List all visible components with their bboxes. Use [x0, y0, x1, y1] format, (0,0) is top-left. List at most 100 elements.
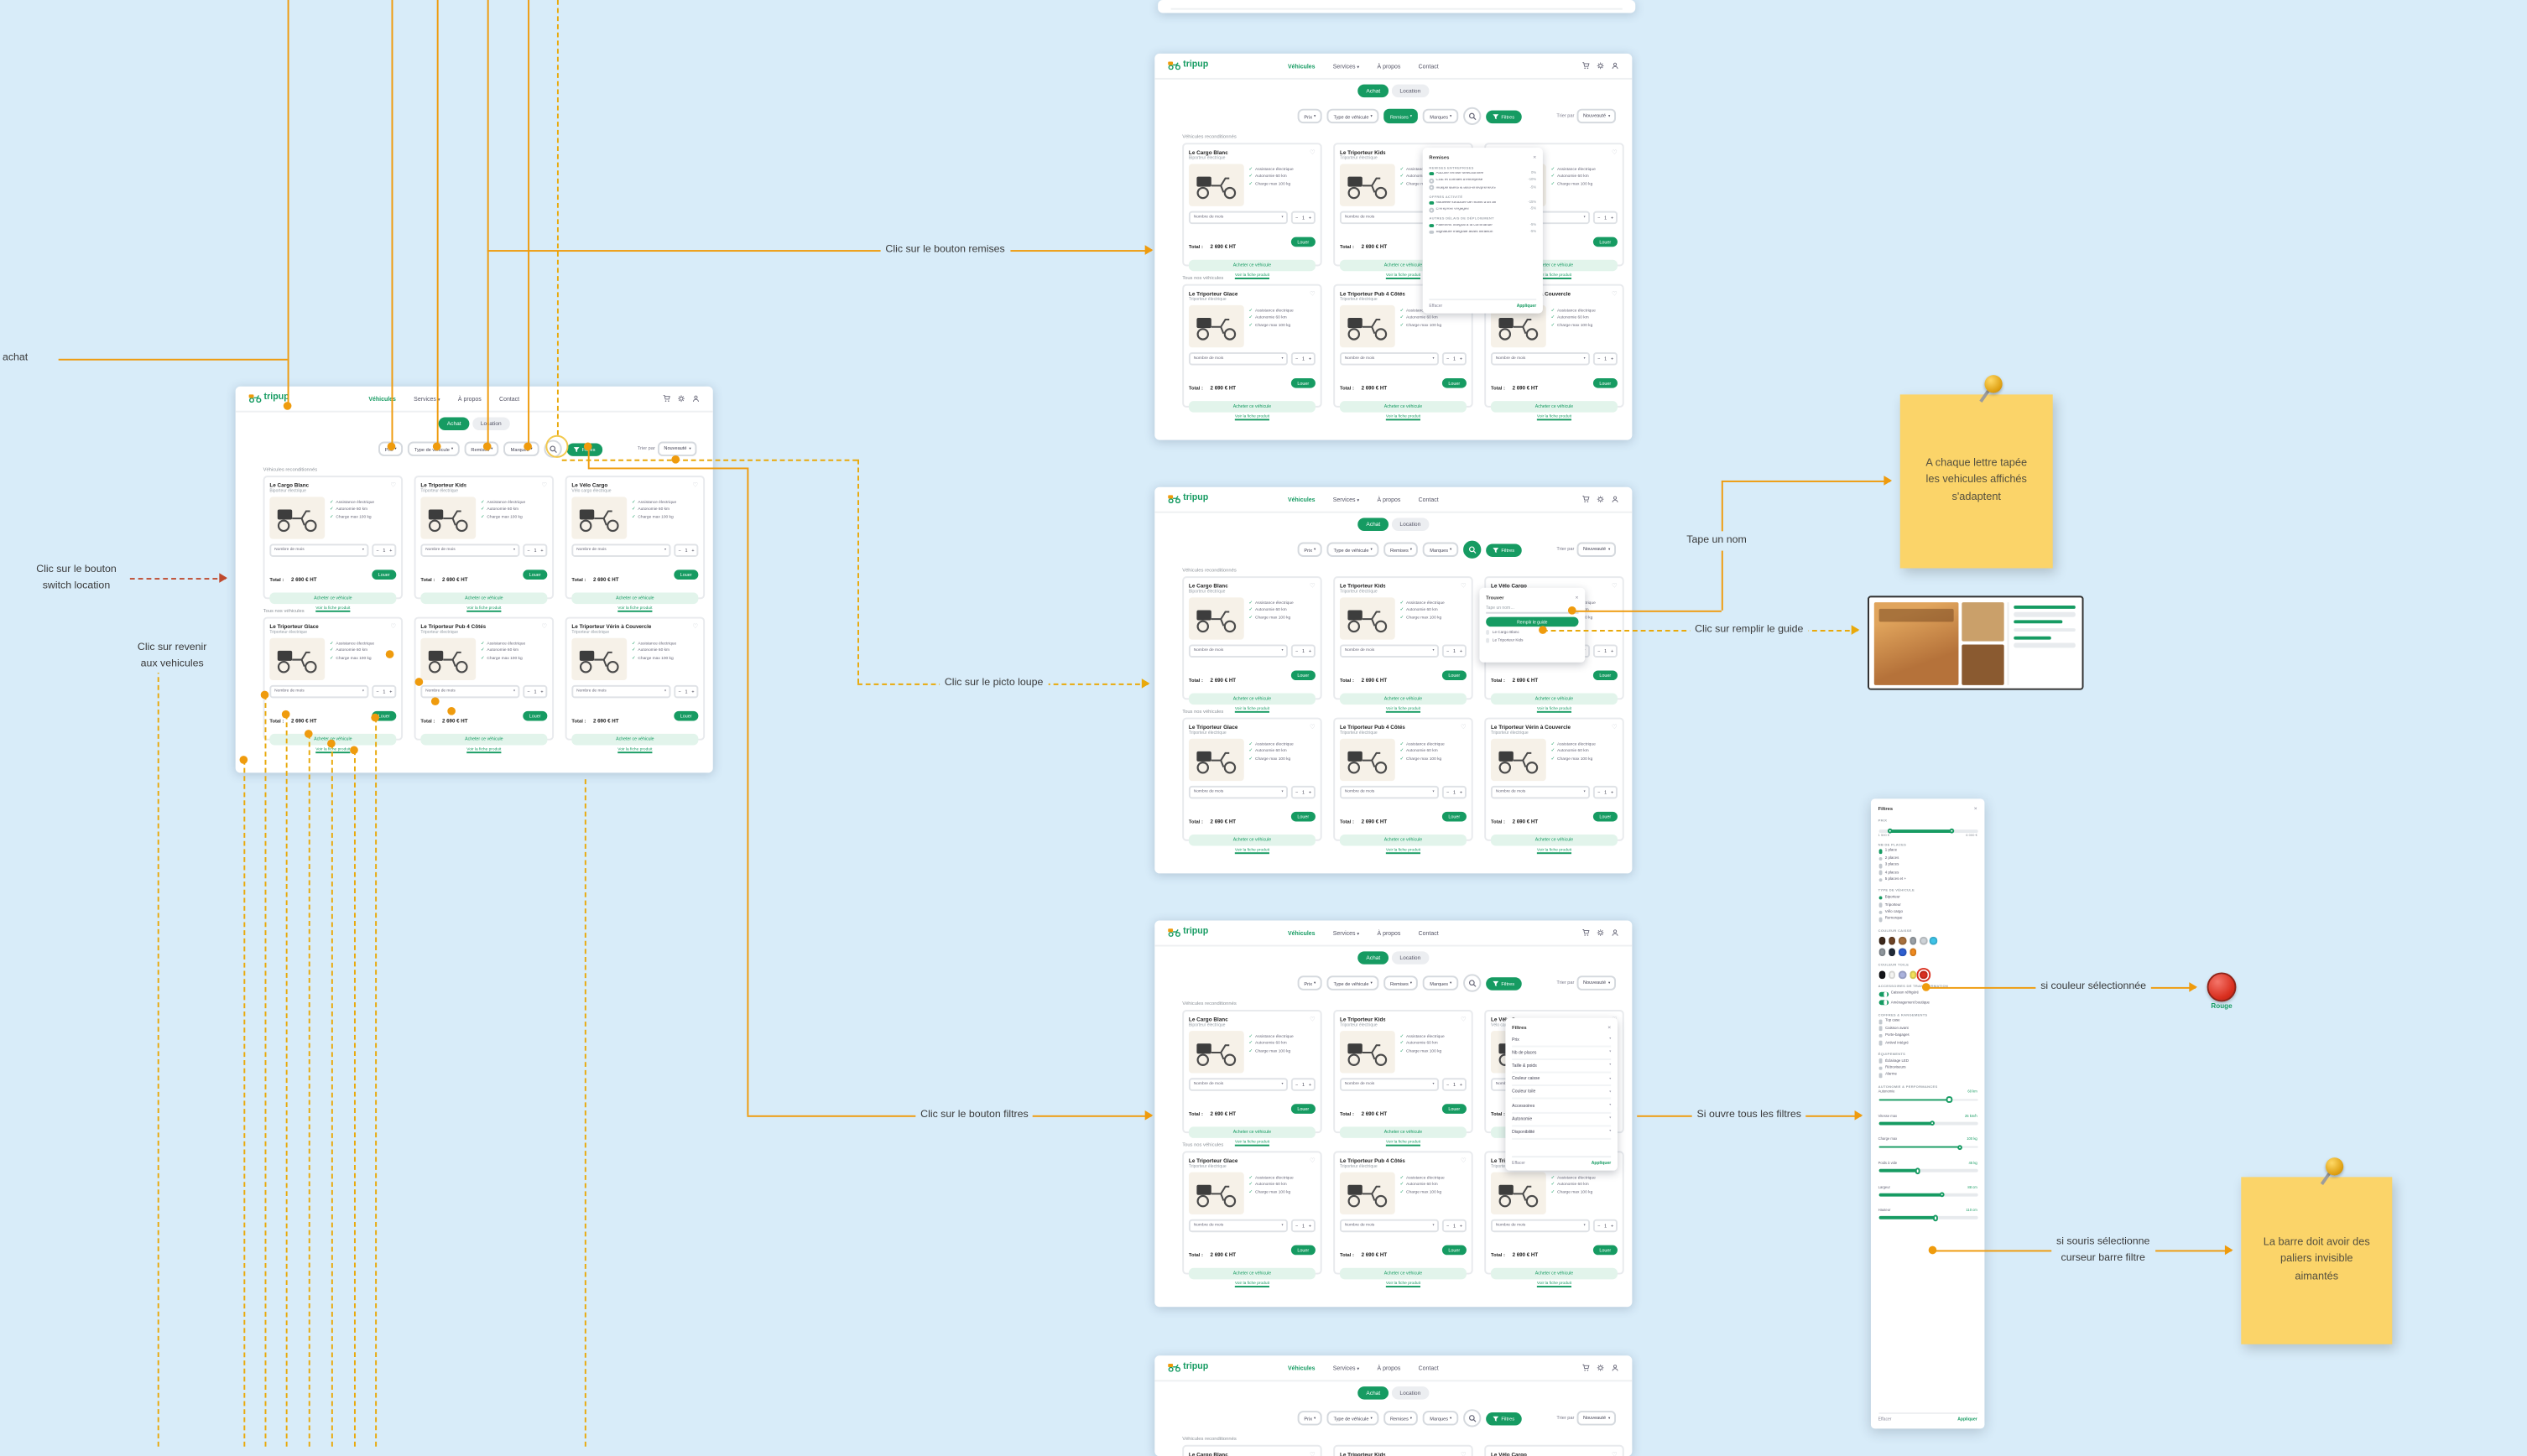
clear-filters-button[interactable]: Effacer [1429, 303, 1443, 308]
heart-icon[interactable]: ♡ [1460, 722, 1467, 731]
color-swatch[interactable] [1920, 937, 1928, 945]
duration-select[interactable]: Nombre de mois▾ [1188, 210, 1289, 224]
search-loupe-button[interactable] [1462, 974, 1482, 992]
vehicle-card[interactable]: Le Triporteur Glace Triporteur électriqu… [1182, 283, 1322, 419]
minus-button[interactable]: − [1446, 647, 1450, 654]
slider-handle[interactable] [1915, 1167, 1921, 1174]
remise-option[interactable]: Paiement intégral à la commande-5% [1429, 223, 1536, 228]
sort-select[interactable]: Nouveauté▾ [658, 441, 697, 455]
close-icon[interactable]: × [1575, 593, 1579, 601]
cart-icon[interactable] [1581, 495, 1590, 503]
sort-select[interactable]: Nouveauté▾ [1577, 108, 1617, 123]
slider-track[interactable] [1878, 1144, 1977, 1150]
heart-icon[interactable]: ♡ [1460, 1449, 1467, 1456]
pill-prix[interactable]: Prix▾ [1297, 975, 1322, 991]
radio-option[interactable]: Triporteur [1878, 902, 1977, 907]
toggle-location[interactable]: Location [472, 417, 510, 430]
color-swatch[interactable] [1878, 937, 1886, 945]
vehicle-card[interactable]: Le Cargo Blanc Biporteur électrique ♡ ✓A… [1182, 1010, 1322, 1145]
buy-button[interactable]: Acheter ce véhicule [1339, 693, 1467, 705]
nav-contact[interactable]: Contact [499, 395, 520, 403]
duration-select[interactable]: Nombre de mois▾ [1188, 351, 1289, 365]
minus-button[interactable]: − [1295, 213, 1299, 221]
heart-icon[interactable]: ♡ [1612, 580, 1618, 590]
quantity-stepper[interactable]: −1+ [372, 543, 397, 556]
pill-marques[interactable]: Marques▾ [1423, 542, 1459, 557]
buy-button[interactable]: Acheter ce véhicule [1339, 1267, 1467, 1279]
heart-icon[interactable]: ♡ [1460, 1156, 1467, 1164]
plus-button[interactable]: + [1459, 1221, 1463, 1229]
toggle-achat[interactable]: Achat [1357, 517, 1389, 531]
search-loupe-button[interactable] [1462, 540, 1482, 559]
sort-select[interactable]: Nouveauté▾ [1577, 542, 1617, 556]
quantity-stepper[interactable]: −1+ [1291, 784, 1316, 798]
rent-button[interactable]: Louer [1441, 811, 1467, 822]
pill-marques[interactable]: Marques▾ [1423, 975, 1459, 991]
filters-button[interactable]: Filtres [1485, 109, 1521, 123]
plus-button[interactable]: + [1610, 647, 1614, 654]
toggle-switch[interactable] [1878, 1000, 1889, 1006]
minus-button[interactable]: − [376, 546, 379, 554]
heart-icon[interactable]: ♡ [390, 621, 397, 631]
radio-option[interactable]: 2 places [1878, 856, 1977, 861]
filters-button[interactable]: Filtres [1485, 976, 1521, 990]
product-sheet-link[interactable]: Voir la fiche produit [1385, 273, 1421, 278]
plus-button[interactable]: + [1308, 213, 1312, 221]
pill-marques[interactable]: Marques▾ [1423, 108, 1459, 124]
pill-type-vehicule[interactable]: Type de véhicule▾ [1326, 108, 1379, 124]
filter-category-row[interactable]: Couleur caisse▾ [1512, 1074, 1612, 1087]
rent-button[interactable]: Louer [1290, 237, 1316, 247]
search-loupe-button[interactable] [1462, 1409, 1482, 1427]
rent-button[interactable]: Louer [522, 710, 548, 721]
search-suggestion[interactable]: Le Cargo Blanc [1486, 630, 1578, 635]
color-swatch[interactable] [1930, 937, 1938, 945]
toggle-achat[interactable]: Achat [439, 417, 470, 430]
slider-track[interactable] [1878, 1167, 1977, 1174]
buy-button[interactable]: Acheter ce véhicule [1490, 401, 1618, 412]
buy-button[interactable]: Acheter ce véhicule [269, 733, 397, 745]
minus-button[interactable]: − [678, 546, 681, 554]
slider-handle[interactable] [1930, 1121, 1936, 1126]
product-sheet-link[interactable]: Voir la fiche produit [1385, 706, 1421, 711]
duration-select[interactable]: Nombre de mois▾ [420, 684, 520, 698]
radio-option[interactable]: Vélo cargo [1878, 910, 1977, 915]
product-sheet-link[interactable]: Voir la fiche produit [1385, 1139, 1421, 1145]
checkbox-option[interactable]: Rétroviseurs [1878, 1066, 1977, 1071]
rent-button[interactable]: Louer [1290, 669, 1316, 681]
vehicle-card[interactable]: Le Triporteur Glace Triporteur électriqu… [263, 616, 404, 751]
pill-type-vehicule[interactable]: Type de véhicule▾ [1326, 542, 1379, 557]
vehicle-card[interactable]: Le Cargo Blanc Biporteur électrique ♡ ✓A… [1182, 143, 1322, 278]
duration-select[interactable]: Nombre de mois▾ [1339, 351, 1440, 365]
vehicle-card[interactable]: Le Triporteur Kids Triporteur électrique… [1333, 576, 1473, 711]
plus-button[interactable]: + [389, 687, 393, 694]
slider-track[interactable] [1878, 1215, 1977, 1221]
brand-logo[interactable]: tripup [1168, 1362, 1208, 1372]
color-swatch[interactable] [1909, 970, 1917, 979]
plus-button[interactable]: + [691, 546, 695, 554]
vehicle-card[interactable]: Le Triporteur Glace Triporteur électriqu… [1182, 1151, 1322, 1286]
plus-button[interactable]: + [1610, 1221, 1614, 1229]
nav-apropos[interactable]: À propos [1377, 929, 1401, 936]
search-input[interactable] [1486, 603, 1579, 613]
plus-button[interactable]: + [1610, 354, 1614, 361]
sticky-note[interactable]: La barre doit avoir des paliers invisibl… [2241, 1177, 2393, 1344]
pill-remises[interactable]: Remises▾ [1383, 1411, 1419, 1426]
rent-button[interactable]: Louer [371, 569, 397, 580]
gear-icon[interactable] [1597, 1364, 1605, 1372]
buy-button[interactable]: Acheter ce véhicule [1490, 693, 1618, 705]
minus-button[interactable]: − [1295, 788, 1299, 795]
quantity-stepper[interactable]: −1+ [1291, 351, 1316, 365]
clear-filters-button[interactable]: Effacer [1878, 1417, 1892, 1422]
slider-handle[interactable] [1946, 1096, 1952, 1103]
nav-contact[interactable]: Contact [1418, 496, 1439, 503]
rent-button[interactable]: Louer [674, 710, 699, 721]
apply-filters-button[interactable]: Appliquer [1591, 1160, 1612, 1165]
heart-icon[interactable]: ♡ [1612, 148, 1618, 156]
plus-button[interactable]: + [691, 687, 695, 694]
toggle-option[interactable]: Aménagement boutique [1878, 1000, 1977, 1006]
nav-vehicules[interactable]: Véhicules [1288, 1364, 1316, 1371]
fill-guide-button[interactable]: Remplir le guide [1486, 616, 1579, 627]
product-sheet-link[interactable]: Voir la fiche produit [1536, 413, 1572, 419]
slider-track[interactable] [1878, 1121, 1977, 1126]
nav-vehicules[interactable]: Véhicules [1288, 62, 1316, 70]
